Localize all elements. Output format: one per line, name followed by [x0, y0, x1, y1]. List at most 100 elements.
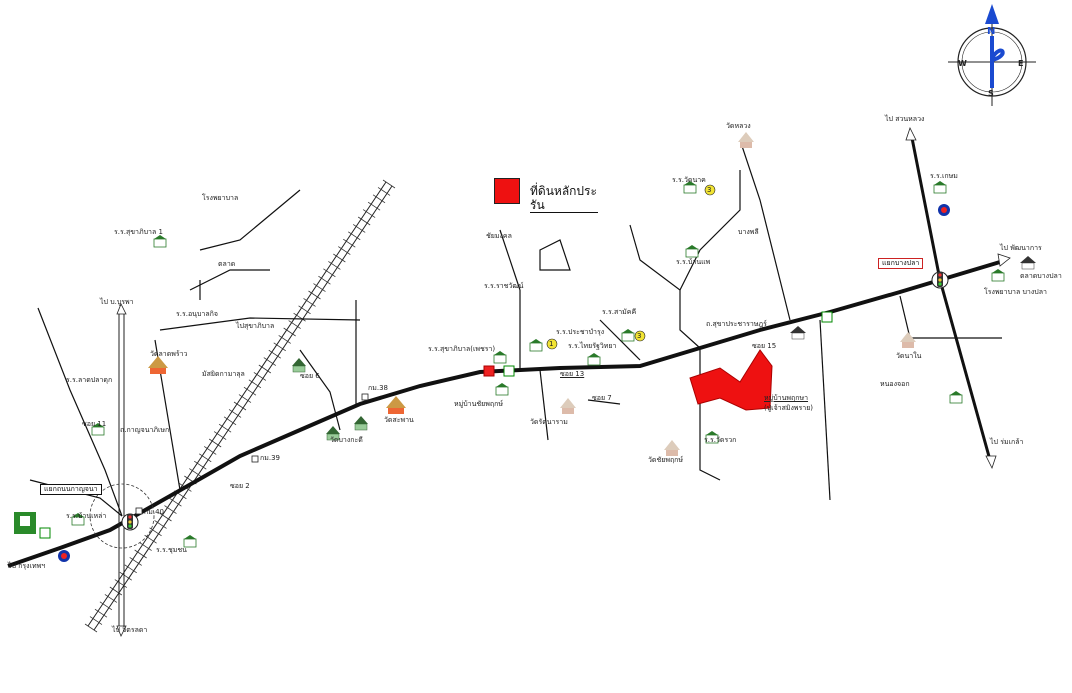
label-watluang: วัดหลวง [726, 122, 751, 130]
rail-tie [318, 275, 331, 285]
rail-tie [99, 601, 113, 611]
label-to-krungthep: ไป กรุงเทพฯ [8, 562, 46, 570]
rail-tie [278, 335, 291, 344]
rail-tie [134, 549, 147, 559]
label-bangphli: บางพลี [738, 228, 759, 236]
label-mosque: มัสยิดกามาลุล [202, 370, 245, 378]
label-market-bp: ตลาดบางปลา [1020, 272, 1062, 280]
rail-tie [159, 512, 172, 522]
rail-tie [372, 194, 386, 204]
school-icon [529, 339, 543, 352]
school-icon [153, 235, 167, 248]
rail-tie [228, 409, 242, 418]
rail-tie [258, 364, 272, 374]
rail-tie [124, 564, 137, 574]
rail-tie [164, 505, 177, 514]
right-road [910, 137, 992, 461]
rail-tie [357, 216, 371, 226]
rail-tie [94, 608, 108, 618]
label-kindergarten: ร.ร.อนุบาลกิจ [176, 310, 218, 318]
rail-tie [268, 349, 281, 359]
school-icon [183, 535, 197, 548]
label-pharmacy: ร.ร.ชุมชน [156, 546, 187, 554]
rail-tie [238, 394, 252, 403]
label-nong: หนองจอก [880, 380, 910, 388]
rail-tie [199, 453, 212, 463]
railway [84, 179, 396, 633]
building-icons [292, 256, 1036, 441]
main-road [7, 260, 1001, 568]
school-icon [949, 391, 963, 404]
label-soi7: ซอย 7 [592, 394, 612, 402]
label-sukhapiban: ไปสุขาภิบาล [236, 322, 275, 330]
label-school-pr: ร.ร.ประชาบำรุง [556, 328, 605, 336]
label-soi15: ซอย 15 [752, 342, 777, 350]
label-soi2: ซอย 2 [230, 482, 250, 490]
rail-tie [248, 379, 262, 389]
label-school-suan: ร.ร.สุขาภิบาล 1 [114, 228, 163, 236]
label-temple3: วัดบางกะดี [330, 436, 363, 444]
rail-tie [323, 268, 336, 278]
label-temple5: วัดชัยพฤกษ์ [648, 456, 684, 464]
school-icons [71, 181, 1005, 548]
rail-tie [298, 305, 311, 315]
label-mall-big: หมู่บ้านชัยพฤกษ์ [454, 400, 503, 408]
label-school-sa: ร.ร.สามัคคี [602, 308, 637, 316]
rail-tie [218, 423, 232, 433]
label-road-main: ถ.สุขาประชาราษฎร์ [706, 320, 767, 328]
rail-tie [348, 231, 361, 241]
school-icon [495, 383, 509, 396]
compass-north: N [987, 26, 996, 37]
expressway-left [118, 312, 125, 628]
light-num-3a: 3 [637, 332, 642, 340]
school-icon [705, 431, 719, 444]
rail-tie [84, 623, 98, 633]
rail-tie [333, 253, 346, 263]
label-school-bp: ร.ร.บ้านแพ [676, 258, 711, 266]
rail-tie [362, 209, 376, 218]
km-markers [135, 393, 369, 515]
seven-eleven-icons [39, 311, 833, 539]
legend-swatch [494, 178, 520, 204]
compass-south: S [988, 89, 994, 98]
gas-station-icons [58, 204, 950, 562]
label-chai-mongkol: ชัยมงคล [486, 232, 512, 240]
rail-tie [367, 201, 381, 211]
rail-tie [308, 290, 321, 300]
rail-tie [129, 557, 142, 566]
light-num-3b: 3 [707, 186, 712, 194]
rail-tie [352, 224, 366, 233]
traffic-light-right [931, 271, 949, 289]
rail-tie [139, 542, 152, 551]
rail-tie [343, 238, 356, 248]
school-icon [493, 351, 507, 364]
secondary-roads [29, 139, 1002, 517]
rail-tie [194, 460, 207, 470]
label-school-wr: ร.ร.วัดรวก [704, 436, 737, 444]
label-school-lp: ร.ร.ลาดปลาดุก [66, 376, 113, 384]
rail-tie [213, 431, 227, 440]
km40-label: กม.40 [144, 508, 164, 516]
label-school-kp: ร.ร.เกษม [930, 172, 958, 180]
label-school-suan2: ร.ร.สุขาภิบาล(เพชรา) [428, 345, 496, 353]
school-icon [685, 245, 699, 258]
rail-tie [303, 298, 316, 307]
label-temple1: วัดลาดพร้าว [150, 350, 188, 358]
rail-tie [293, 312, 306, 322]
school-icon [683, 181, 697, 194]
label-soi13: ซอย 13 [560, 370, 585, 378]
school-icon [71, 513, 85, 526]
school-icon [587, 353, 601, 366]
compass-east: E [1018, 59, 1024, 68]
rail-tie [189, 468, 202, 477]
rail-tie [283, 327, 296, 337]
label-school-wn: ร.ร.วัดนาค [672, 176, 706, 184]
label-to-romklao: ไป ร่มเกล้า [990, 438, 1024, 446]
rail-tie [104, 594, 118, 603]
property-parcel [689, 349, 773, 411]
temple-icons [148, 132, 916, 456]
label-watnai: วัดนาใน [896, 352, 922, 360]
rail-tie [203, 446, 217, 455]
label-to-suanluang: ไป สวนหลวง [885, 115, 925, 123]
label-to-phatthanikan: ไป พัฒนาการ [1000, 244, 1042, 252]
